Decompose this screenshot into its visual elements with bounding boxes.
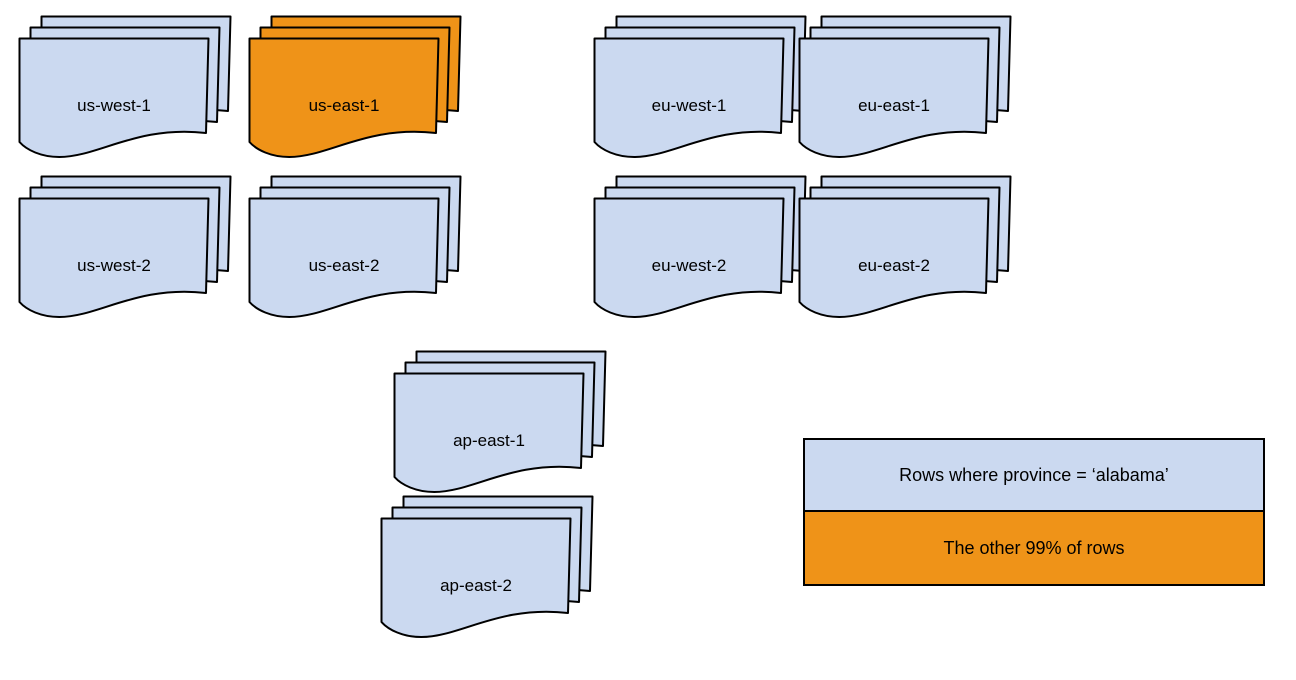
document-stack-us-east-1[interactable]: us-east-1 xyxy=(248,15,462,165)
document-stack-shape xyxy=(593,15,807,158)
document-sheet xyxy=(248,197,440,318)
document-stack-ap-east-1[interactable]: ap-east-1 xyxy=(393,350,607,500)
document-stack-shape xyxy=(248,175,462,318)
document-sheet xyxy=(380,517,572,638)
document-stack-shape xyxy=(248,15,462,158)
legend-alabama: Rows where province = ‘alabama’ xyxy=(805,440,1263,512)
document-stack-us-east-2[interactable]: us-east-2 xyxy=(248,175,462,325)
legend: Rows where province = ‘alabama’ The other… xyxy=(803,438,1265,586)
document-stack-eu-west-1[interactable]: eu-west-1 xyxy=(593,15,807,165)
document-sheet xyxy=(798,197,990,318)
legend-other-text: The other 99% of rows xyxy=(943,537,1125,558)
document-stack-us-west-2[interactable]: us-west-2 xyxy=(18,175,232,325)
document-stack-shape xyxy=(798,15,1012,158)
document-stack-shape xyxy=(393,350,607,493)
document-sheet xyxy=(18,37,210,158)
document-stack-eu-west-2[interactable]: eu-west-2 xyxy=(593,175,807,325)
document-stack-us-west-1[interactable]: us-west-1 xyxy=(18,15,232,165)
legend-alabama-text: Rows where province = ‘alabama’ xyxy=(899,464,1169,485)
legend-other: The other 99% of rows xyxy=(805,512,1263,584)
document-stack-shape xyxy=(18,15,232,158)
document-stack-shape xyxy=(380,495,594,638)
document-stack-ap-east-2[interactable]: ap-east-2 xyxy=(380,495,594,645)
document-stack-shape xyxy=(593,175,807,318)
document-sheet xyxy=(248,37,440,158)
document-stack-shape xyxy=(18,175,232,318)
document-stack-shape xyxy=(798,175,1012,318)
document-sheet xyxy=(18,197,210,318)
document-sheet xyxy=(593,197,785,318)
document-sheet xyxy=(393,372,585,493)
document-stack-eu-east-1[interactable]: eu-east-1 xyxy=(798,15,1012,165)
document-sheet xyxy=(798,37,990,158)
document-stack-eu-east-2[interactable]: eu-east-2 xyxy=(798,175,1012,325)
document-sheet xyxy=(593,37,785,158)
